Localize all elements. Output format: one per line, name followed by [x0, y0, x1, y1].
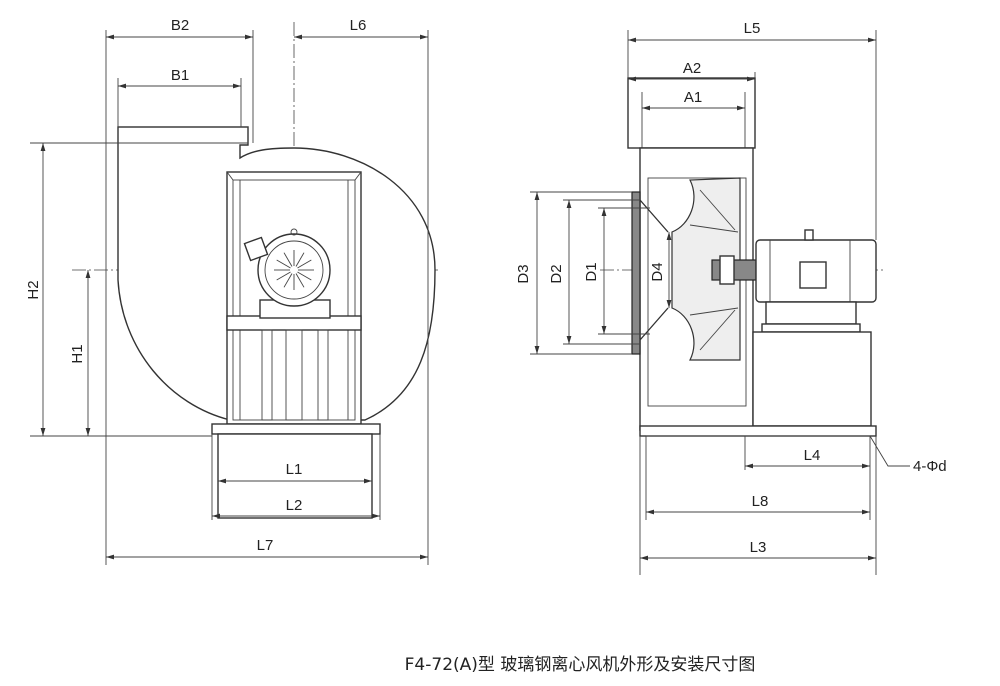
label-D3: D3: [515, 264, 532, 283]
support-leg-right: [317, 329, 329, 421]
inlet-flange: [631, 191, 641, 355]
fan-spoke: [276, 271, 291, 281]
label-L6: L6: [350, 17, 367, 34]
support-leg-left: [261, 329, 273, 421]
base-plate: [217, 433, 373, 519]
impeller: [671, 177, 741, 361]
label-L3: L3: [750, 539, 767, 556]
outlet-duct: [627, 77, 756, 149]
fan-spoke: [295, 252, 305, 267]
holes-leader: [869, 435, 910, 467]
label-L1: L1: [286, 461, 303, 478]
support-column: [285, 329, 303, 421]
motor-terminal-box: [799, 261, 827, 289]
label-A2: A2: [683, 60, 701, 77]
fan-spoke: [297, 271, 312, 281]
cooling-fan-spokes: [274, 250, 314, 290]
motor-feet: [765, 301, 857, 325]
front-view: B2 B1 L6 L1 L2 L7 H2 H1: [25, 17, 438, 565]
label-D2: D2: [548, 264, 565, 283]
label-D1: D1: [583, 262, 600, 281]
label-L2: L2: [286, 497, 303, 514]
fan-spoke: [297, 259, 312, 269]
label-B1: B1: [171, 67, 189, 84]
label-H1: H1: [69, 344, 86, 363]
label-L7: L7: [257, 537, 274, 554]
side-base: [639, 425, 877, 437]
motor-body: [257, 233, 331, 307]
side-view: L5 A2 A1 D3 D2 D1 D4 L4 L8 L3 4-Φd: [515, 20, 947, 575]
caption-text: F4-72(A)型 玻璃钢离心风机外形及安装尺寸图: [404, 655, 756, 675]
label-B2: B2: [171, 17, 189, 34]
drawing-caption: F4-72(A)型 玻璃钢离心风机外形及安装尺寸图: [0, 650, 1000, 675]
label-D4: D4: [649, 262, 666, 281]
label-holes: 4-Φd: [913, 458, 947, 475]
label-L8: L8: [752, 493, 769, 510]
label-L5: L5: [744, 20, 761, 37]
label-H2: H2: [25, 280, 42, 299]
base-top: [211, 423, 381, 435]
label-A1: A1: [684, 89, 702, 106]
fan-spoke: [276, 259, 291, 269]
fan-spoke: [283, 273, 293, 288]
fan-spoke: [283, 252, 293, 267]
fan-spoke: [295, 273, 305, 288]
motor-stand: [752, 331, 872, 427]
terminal-box: [243, 236, 269, 262]
label-L4: L4: [804, 447, 821, 464]
